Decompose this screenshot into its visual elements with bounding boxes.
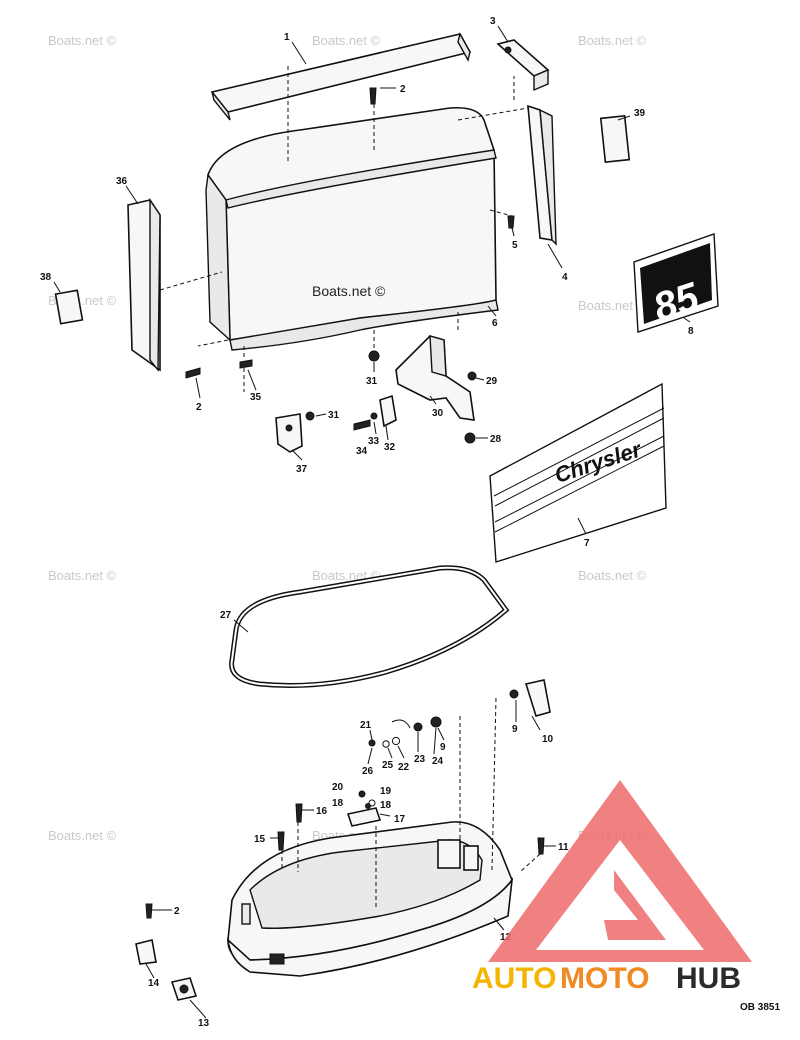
drawing-number: OB 3851 [740, 1002, 780, 1013]
callout: 2 [196, 402, 202, 413]
callout: 14 [148, 978, 160, 989]
cowl-watermark: Boats.net © [312, 283, 386, 299]
part-32-latch-hook [379, 394, 397, 428]
hardware-17-20 [346, 790, 382, 827]
callout: 2 [174, 906, 180, 917]
callout: 38 [40, 272, 52, 283]
callout: 37 [296, 464, 308, 475]
callout: 20 [332, 782, 344, 793]
part-36-side-panel [127, 197, 161, 372]
part-30-latch [395, 335, 475, 421]
callout: 21 [360, 720, 372, 731]
callout: 13 [198, 1018, 210, 1029]
part-13-grommet [170, 977, 198, 1001]
part-8-decal-85: 85 [633, 233, 719, 333]
callout: 30 [432, 408, 444, 419]
part-39-decal [599, 114, 631, 164]
logo-text-hub: HUB [676, 962, 741, 995]
leader-lines [53, 25, 691, 1019]
callout: 15 [254, 834, 266, 845]
part-1-top-trim [210, 32, 472, 121]
watermark: Boats.net © [578, 33, 647, 48]
automotohub-logo: AUTO MOTO HUB [472, 780, 752, 995]
watermark: Boats.net © [578, 298, 647, 313]
callout: 28 [490, 434, 502, 445]
callout: 5 [512, 240, 518, 251]
callout: 9 [512, 724, 518, 735]
callout: 27 [220, 610, 232, 621]
part-10-hinge [509, 679, 551, 717]
callout: 19 [380, 786, 392, 797]
callout: 10 [542, 734, 554, 745]
hardware-21-26 [368, 716, 442, 748]
part-4-rear-bracket [527, 104, 557, 246]
callout: 23 [414, 754, 426, 765]
assembly-lines [159, 66, 541, 910]
part-38-decal [54, 289, 84, 325]
bolts [145, 87, 545, 919]
callout: 8 [688, 326, 694, 337]
callout: 16 [316, 806, 328, 817]
callout-labels: 1 2 3 39 36 5 4 38 8 6 2 35 31 29 31 30 … [40, 16, 694, 1029]
callout: 11 [558, 842, 569, 853]
callout: 6 [492, 318, 498, 329]
callout: 1 [284, 32, 290, 43]
callout: 31 [328, 410, 340, 421]
callout: 39 [634, 108, 646, 119]
callout: 34 [356, 446, 368, 457]
callout: 35 [250, 392, 262, 403]
callout: 25 [382, 760, 394, 771]
callout: 36 [116, 176, 128, 187]
part-37-bracket [275, 413, 303, 453]
part-12-bottom-cowl [226, 821, 514, 977]
callout: 4 [562, 272, 568, 283]
callout: 22 [398, 762, 410, 773]
part-7-chrysler-decal: Chrysler [489, 382, 667, 563]
callout: 17 [394, 814, 406, 825]
watermark: Boats.net © [48, 33, 117, 48]
callout: 7 [584, 538, 590, 549]
part-14-clip [135, 939, 157, 965]
callout: 26 [362, 766, 374, 777]
callout: 18 [380, 800, 392, 811]
callout: 18 [332, 798, 344, 809]
callout: 2 [400, 84, 406, 95]
watermark: Boats.net © [48, 568, 117, 583]
callout: 9 [440, 742, 446, 753]
callout: 33 [368, 436, 380, 447]
part-27-seal [229, 565, 510, 688]
callout: 31 [366, 376, 378, 387]
watermark: Boats.net © [312, 33, 381, 48]
callout: 32 [384, 442, 396, 453]
logo-text-auto: AUTO [472, 962, 556, 995]
callout: 24 [432, 756, 444, 767]
logo-text-moto: MOTO [560, 962, 649, 995]
callout: 3 [490, 16, 496, 27]
watermark: Boats.net © [48, 828, 117, 843]
part-3-bracket [496, 39, 550, 92]
watermark: Boats.net © [578, 568, 647, 583]
part-6-upper-cowl [205, 106, 499, 351]
callout: 29 [486, 376, 498, 387]
